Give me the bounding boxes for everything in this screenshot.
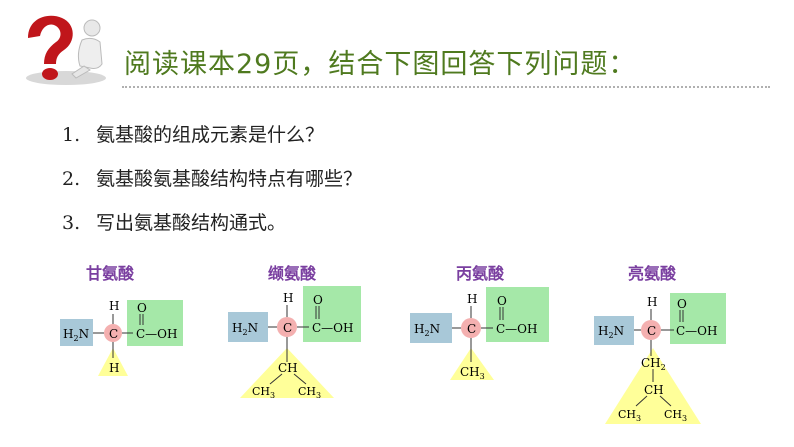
bond — [269, 373, 283, 385]
carboxyl-o-label: O — [313, 293, 323, 307]
carboxyl-label: C—OH — [136, 327, 177, 341]
structure-alanine: H2N H C O C—OH CH3 — [410, 287, 549, 381]
amino-group-label: H2N — [598, 324, 624, 340]
question-text: 氨基酸氨基酸结构特点有哪些？ — [96, 168, 363, 190]
question-item: 2. 氨基酸氨基酸结构特点有哪些？ — [62, 164, 362, 208]
bond — [635, 395, 648, 407]
carboxyl-o-label: O — [677, 297, 687, 311]
question-number: 1. — [62, 124, 81, 146]
side-chain-triangle — [605, 348, 701, 424]
amino-text: H2N — [414, 322, 440, 338]
amino-group-box — [594, 316, 634, 345]
structure-leucine: H2N H C O C—OH CH2 CH CH3 CH3 — [594, 293, 726, 424]
alpha-carbon-label: C — [109, 327, 118, 341]
carboxyl-group-box — [486, 287, 549, 342]
question-item: 3. 写出氨基酸结构通式。 — [62, 208, 362, 252]
title-divider — [122, 86, 770, 88]
carboxyl-o-label: O — [137, 301, 147, 315]
question-item: 1. 氨基酸的组成元素是什么？ — [62, 120, 362, 164]
structure-valine: H2N H C O C—OH CH CH3 CH3 — [228, 286, 361, 400]
side-chain-ch3-label: CH3 — [298, 385, 321, 400]
amino-acid-name-valine: 缬氨酸 — [268, 264, 317, 283]
bond — [293, 373, 307, 385]
alpha-carbon-circle — [461, 318, 481, 338]
amino-text: H2N — [63, 327, 89, 343]
top-h-label: H — [467, 292, 477, 306]
question-list: 1. 氨基酸的组成元素是什么？ 2. 氨基酸氨基酸结构特点有哪些？ 3. 写出氨基酸结… — [62, 120, 362, 252]
side-chain-triangle — [450, 348, 494, 380]
alpha-carbon-circle — [104, 324, 122, 342]
amino-group-box — [228, 312, 268, 342]
side-chain-ch3-label: CH3 — [618, 408, 641, 423]
side-chain-ch3-label: CH3 — [664, 408, 687, 423]
alpha-carbon-label: C — [467, 322, 476, 336]
carboxyl-label: C—OH — [496, 322, 537, 336]
alpha-carbon-circle — [641, 320, 661, 340]
bond — [659, 395, 672, 407]
alpha-carbon-label: C — [647, 324, 656, 338]
carboxyl-o-label: O — [497, 294, 507, 308]
side-chain-ch-label: CH — [278, 361, 298, 375]
carboxyl-group-box — [670, 293, 726, 344]
slide-title: 阅读课本29页，结合下图回答下列问题： — [124, 49, 637, 80]
side-chain-ch2-label: CH2 — [641, 356, 666, 372]
amino-group-label: H2N — [232, 321, 258, 337]
top-h-label: H — [109, 299, 119, 313]
top-h-label: H — [283, 291, 293, 305]
amino-acid-name-leucine: 亮氨酸 — [628, 264, 677, 283]
question-text: 氨基酸的组成元素是什么？ — [96, 124, 325, 146]
alpha-carbon-label: C — [283, 321, 292, 335]
amino-text: H2N — [232, 321, 258, 337]
question-number: 2. — [62, 168, 81, 190]
carboxyl-group-box — [303, 286, 361, 342]
amino-group-label: H2N — [414, 322, 440, 338]
side-chain-ch3-label: CH3 — [460, 365, 485, 381]
side-chain-triangle — [98, 348, 128, 376]
side-chain-label: H — [109, 361, 119, 375]
question-number: 3. — [62, 212, 81, 234]
side-chain-triangle — [240, 348, 334, 398]
amino-acid-name-alanine: 丙氨酸 — [456, 264, 505, 283]
carboxyl-group-box — [127, 300, 183, 346]
alpha-carbon-circle — [277, 317, 297, 337]
amino-group-box — [410, 313, 452, 343]
top-h-label: H — [647, 295, 657, 309]
question-text: 写出氨基酸结构通式。 — [96, 212, 287, 234]
amino-text: H2N — [598, 324, 624, 340]
side-chain-ch3-label: CH3 — [252, 385, 275, 400]
carboxyl-label: C—OH — [312, 321, 353, 335]
structure-glycine: H2N H C O C—OH H — [60, 299, 183, 376]
amino-group-box — [60, 319, 93, 346]
amino-group-label: H2N — [63, 327, 89, 343]
side-chain-ch-label: CH — [644, 383, 664, 397]
carboxyl-label: C—OH — [676, 324, 717, 338]
question-mark-thinker-icon — [26, 15, 106, 85]
amino-acid-name-glycine: 甘氨酸 — [86, 264, 135, 283]
